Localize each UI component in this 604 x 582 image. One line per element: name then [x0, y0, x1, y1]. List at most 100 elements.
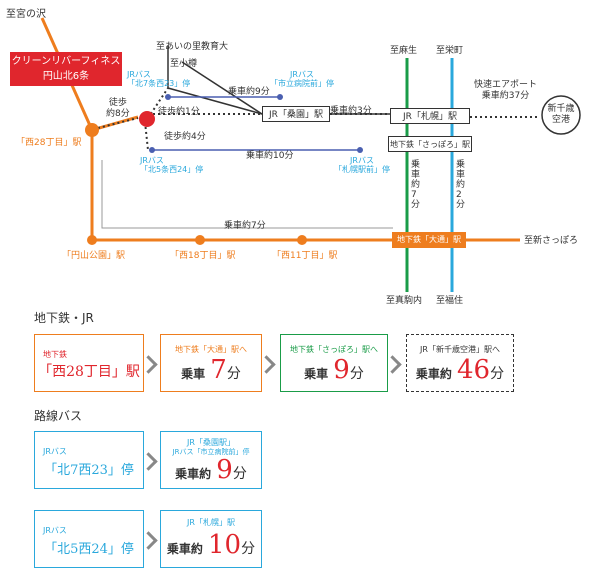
jr-sapporo-box: JR「札幌」駅 乗車約 10分 [160, 510, 262, 568]
kita5-start-box: JRバス 「北5西24」停 [34, 510, 144, 568]
kita5-box-small: JRバス [43, 526, 67, 535]
sapporo-ekimae-stop-name: 「札幌駅前」停 [334, 165, 390, 174]
walk1-label: 徒歩約1分 [158, 107, 200, 117]
jr-sapporo-box-dest: JR「札幌」駅 [187, 518, 235, 527]
label-to-miyanosawa: 至宮の沢 [6, 9, 46, 20]
kuwazono-box: JR「桑園駅」 JRバス「市立病院前」停 乗車約 9分 [160, 431, 262, 489]
sapporo-box-time: 乗車 9分 [281, 355, 387, 385]
walk4-label: 徒歩約4分 [164, 132, 206, 142]
sapporo-ride-label: 乗車 [304, 367, 329, 381]
kuwazono-ride-minutes: 9 [216, 455, 233, 485]
airport-express-name: 快速エアポート [474, 80, 538, 90]
kuwazono-ride-unit: 分 [232, 466, 247, 482]
property-name: クリーンリバーフィネス [11, 56, 121, 67]
walk8-line1: 徒歩 [108, 98, 127, 108]
label-to-makomanai: 至真駒内 [386, 296, 423, 306]
airport-express-time: 乗車約37分 [481, 91, 530, 101]
walk8-label: 徒歩 約8分 [106, 98, 130, 120]
subway-jr-title: 地下鉄・JR [34, 311, 94, 325]
toho-ride2-label: 乗車約2分 [456, 160, 466, 210]
new-chitose-label: 新千歳 空港 [543, 104, 579, 126]
odori-ride-minutes: 7 [210, 355, 227, 385]
maruyama-label: 「円山公園」駅 [62, 251, 126, 261]
jr-sapporo-ride-label: 乗車約 [166, 542, 203, 556]
sapporo-box-dest: 地下鉄「さっぽろ」駅へ [290, 345, 378, 354]
new-chitose-line1: 新千歳 [547, 104, 575, 114]
hospital-stop-name: 「市立病院前」停 [270, 79, 334, 88]
nishi28-box-small: 地下鉄 [43, 350, 67, 359]
property-block: 円山北6条 [42, 71, 90, 82]
odori-ride-label: 乗車 [181, 367, 206, 381]
jrbus-label: JRバス [140, 156, 164, 165]
nishi28-label: 「西28丁目」駅 [16, 138, 82, 148]
kuwazono-box-stop: JRバス「市立病院前」停 [172, 448, 250, 456]
ride7-guide [101, 160, 393, 229]
property-label: クリーンリバーフィネス 円山北6条 [10, 52, 122, 86]
kuwazono-box-time: 乗車約 9分 [161, 455, 261, 485]
route-map [40, 17, 581, 292]
label-to-sakaemachi: 至栄町 [436, 46, 464, 56]
new-chitose-box-time: 乗車約 46分 [407, 355, 513, 385]
jr-sapporo-station: JR「札幌」駅 [390, 108, 470, 124]
label-to-asabu: 至麻生 [390, 46, 418, 56]
label-to-otaru: 至小樽 [170, 59, 198, 69]
new-chitose-ride-unit: 分 [490, 366, 505, 382]
ride3-label: 乗車約3分 [330, 106, 372, 116]
nishi11-label: 「西11丁目」駅 [272, 251, 338, 261]
nishi18-label: 「西18丁目」駅 [170, 251, 236, 261]
subway-sapporo-station: 地下鉄「さっぽろ」駅 [388, 136, 472, 152]
sapporo-subway-box: 地下鉄「さっぽろ」駅へ 乗車 9分 [280, 334, 388, 392]
hospital-stop-dot [277, 94, 283, 100]
kita7-box-small: JRバス [43, 447, 67, 456]
airport-circle [541, 95, 581, 135]
ride7-label: 乗車約7分 [224, 221, 266, 231]
nishi28-box-station: 「西28丁目」駅 [38, 364, 140, 380]
jr-sapporo-box-time: 乗車約 10分 [161, 530, 261, 560]
kita5-stop-label: JRバス 「北5条西24」停 [140, 156, 203, 174]
nishi18-station-dot [195, 235, 205, 245]
bus-lines [152, 96, 360, 151]
label-to-shinsapporo: 至新さっぽろ [524, 236, 579, 246]
odori-box-time: 乗車 7分 [161, 355, 261, 385]
jr-sapporo-ride-minutes: 10 [208, 530, 242, 560]
nishi11-station-dot [297, 235, 307, 245]
jr-sapporo-ride-unit: 分 [241, 541, 256, 557]
kita7-stop-label: JRバス 「北7条西23」停 [127, 70, 190, 88]
kuwazono-box-dest: JR「桑園駅」 [187, 438, 235, 447]
nishi28-station-dot [85, 123, 99, 137]
airport-express-label: 快速エアポート 乗車約37分 [474, 80, 537, 102]
new-chitose-box-dest: JR「新千歳空港」駅へ [420, 345, 500, 354]
new-chitose-ride-label: 乗車約 [415, 367, 452, 381]
kita7-stop-dot [165, 94, 171, 100]
kita5-stop-name: 「北5条西24」停 [140, 165, 204, 174]
nishi28-start-box: 地下鉄 「西28丁目」駅 [34, 334, 144, 392]
label-to-ainosato: 至あいの里教育大 [156, 42, 229, 52]
ride9-label: 乗車約9分 [228, 87, 270, 97]
odori-box: 地下鉄「大通」駅へ 乗車 7分 [160, 334, 262, 392]
ride10-label: 乗車約10分 [246, 151, 294, 161]
kita5-stop-dot [149, 147, 155, 153]
kita7-start-box: JRバス 「北7西23」停 [34, 431, 144, 489]
kita7-box-stop: 「北7西23」停 [44, 463, 134, 478]
namboku-ride7-label: 乗車約7分 [411, 160, 421, 210]
sapporo-ekimae-stop-dot [357, 147, 363, 153]
sapporo-ride-unit: 分 [349, 366, 364, 382]
new-chitose-ride-minutes: 46 [457, 355, 491, 385]
jrbus-label: JRバス [290, 70, 314, 79]
new-chitose-line2: 空港 [551, 115, 570, 125]
jr-kuwazono-station: JR「桑園」駅 [262, 106, 330, 122]
jrbus-label: JRバス [127, 70, 151, 79]
walk8-line2: 約8分 [106, 109, 130, 119]
sapporo-ekimae-stop-label: JRバス 「札幌駅前」停 [334, 156, 390, 174]
label-to-fukuzumi: 至福住 [436, 296, 464, 306]
property-marker [139, 111, 155, 127]
kita5-box-stop: 「北5西24」停 [44, 542, 134, 557]
kuwazono-ride-label: 乗車約 [175, 467, 212, 481]
kita7-stop-name: 「北7条西23」停 [127, 79, 191, 88]
subway-odori-station: 地下鉄「大通」駅 [392, 232, 466, 248]
hospital-stop-label: JRバス 「市立病院前」停 [270, 70, 334, 88]
odori-box-dest: 地下鉄「大通」駅へ [175, 345, 247, 354]
bus-title: 路線バス [34, 409, 83, 423]
maruyama-station-dot [87, 235, 97, 245]
jrbus-label: JRバス [350, 156, 374, 165]
